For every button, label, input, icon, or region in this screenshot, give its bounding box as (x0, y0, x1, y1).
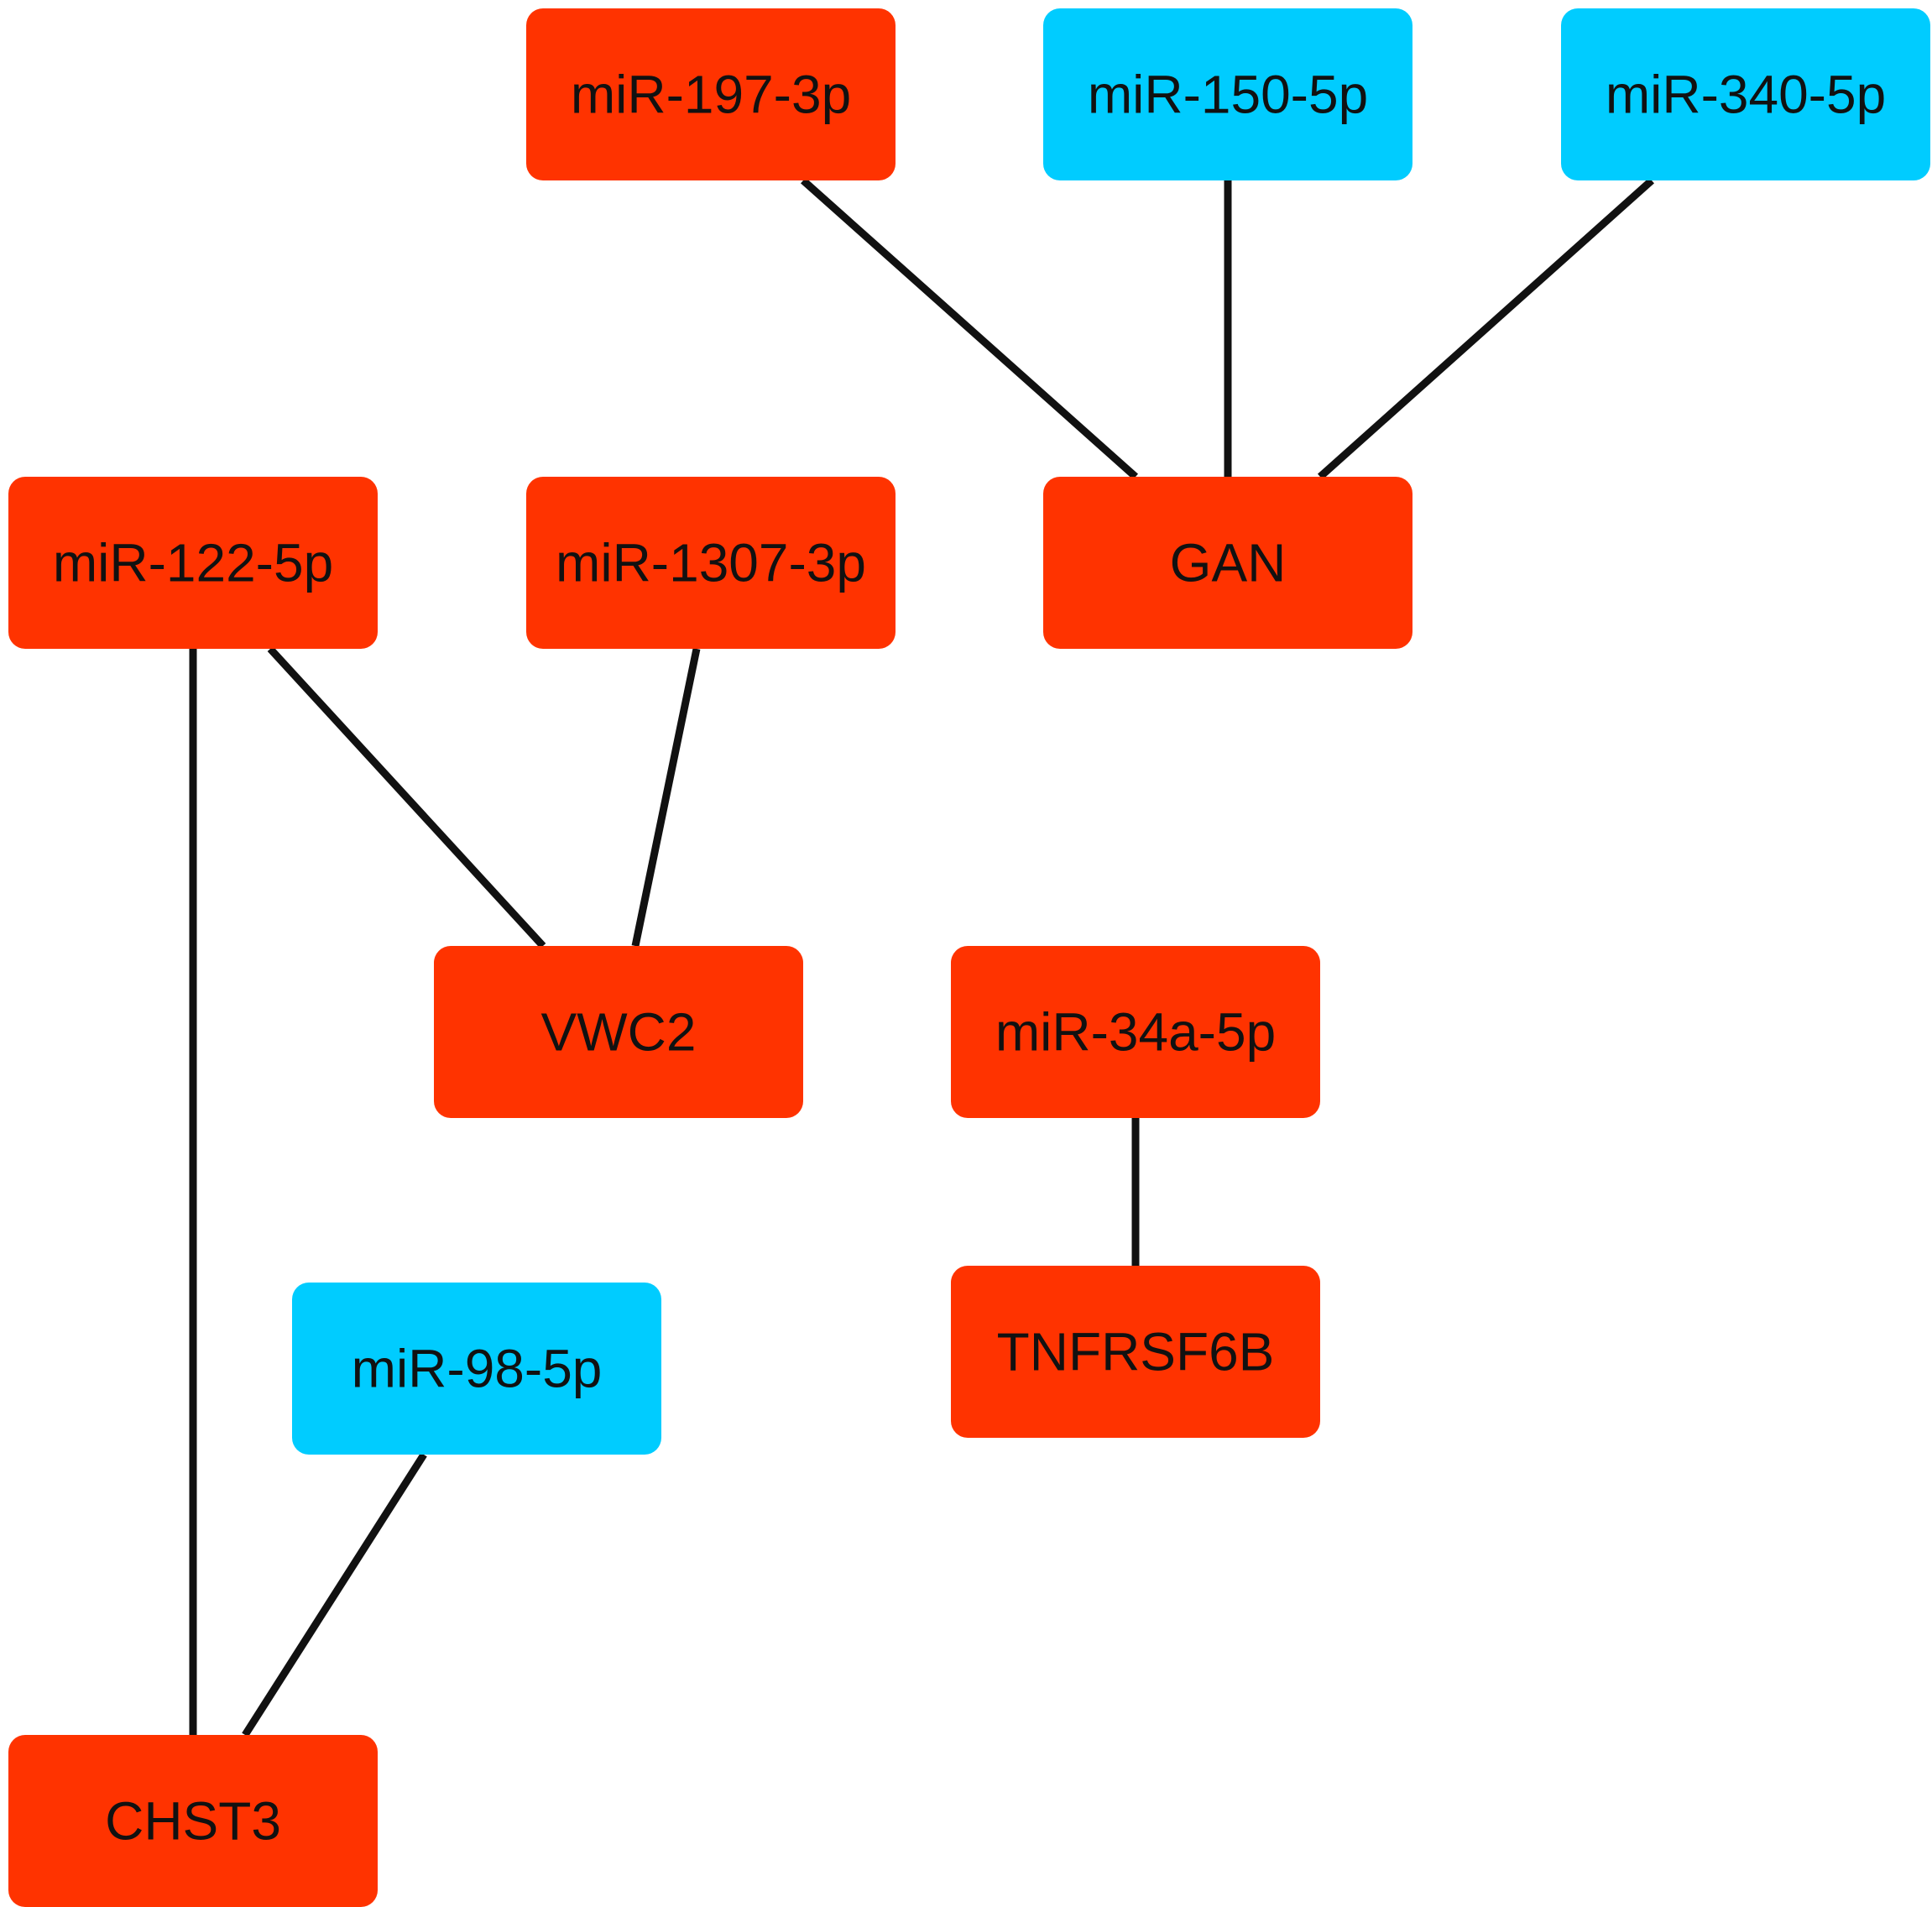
node-chst3: CHST3 (8, 1735, 378, 1907)
edge-mir340-gan (1318, 177, 1654, 480)
node-mir1307: miR-1307-3p (526, 477, 896, 649)
node-mir340: miR-340-5p (1561, 8, 1930, 180)
nodes-layer: miR-197-3p miR-150-5p miR-340-5p miR-122-5p… (8, 8, 1930, 1907)
node-box-mir197 (526, 8, 896, 180)
edges-layer (189, 177, 1654, 1737)
node-box-mir98 (292, 1283, 661, 1455)
node-box-mir1307 (526, 477, 896, 649)
node-box-gan (1043, 477, 1412, 649)
node-mir98: miR-98-5p (292, 1283, 661, 1455)
node-label-mir122: miR-122-5p (53, 533, 333, 593)
node-label-mir98: miR-98-5p (352, 1339, 603, 1399)
node-mir122: miR-122-5p (8, 477, 378, 649)
node-label-mir150: miR-150-5p (1088, 65, 1368, 125)
node-gan: GAN (1043, 477, 1412, 649)
node-box-mir150 (1043, 8, 1412, 180)
node-label-tnfrsf6b: TNFRSF6B (997, 1322, 1275, 1382)
node-mir150: miR-150-5p (1043, 8, 1412, 180)
node-vwc2: VWC2 (434, 946, 803, 1118)
node-label-mir34a: miR-34a-5p (995, 1002, 1276, 1063)
edge-mir197-gan (801, 177, 1138, 480)
node-mir197: miR-197-3p (526, 8, 896, 180)
node-label-vwc2: VWC2 (541, 1002, 697, 1063)
edge-mir1307-vwc2 (631, 648, 701, 947)
edge-mir122-vwc2 (267, 645, 546, 949)
node-box-mir34a (951, 946, 1320, 1118)
node-mir34a: miR-34a-5p (951, 946, 1320, 1118)
node-box-mir340 (1561, 8, 1930, 180)
node-label-gan: GAN (1170, 533, 1287, 593)
node-box-tnfrsf6b (951, 1266, 1320, 1438)
node-box-chst3 (8, 1735, 378, 1907)
node-label-mir197: miR-197-3p (571, 65, 851, 125)
node-label-chst3: CHST3 (105, 1791, 281, 1852)
edge-mir98-chst3 (242, 1452, 427, 1737)
node-box-mir122 (8, 477, 378, 649)
node-label-mir1307: miR-1307-3p (556, 533, 866, 593)
node-label-mir340: miR-340-5p (1606, 65, 1886, 125)
node-tnfrsf6b: TNFRSF6B (951, 1266, 1320, 1438)
node-box-vwc2 (434, 946, 803, 1118)
